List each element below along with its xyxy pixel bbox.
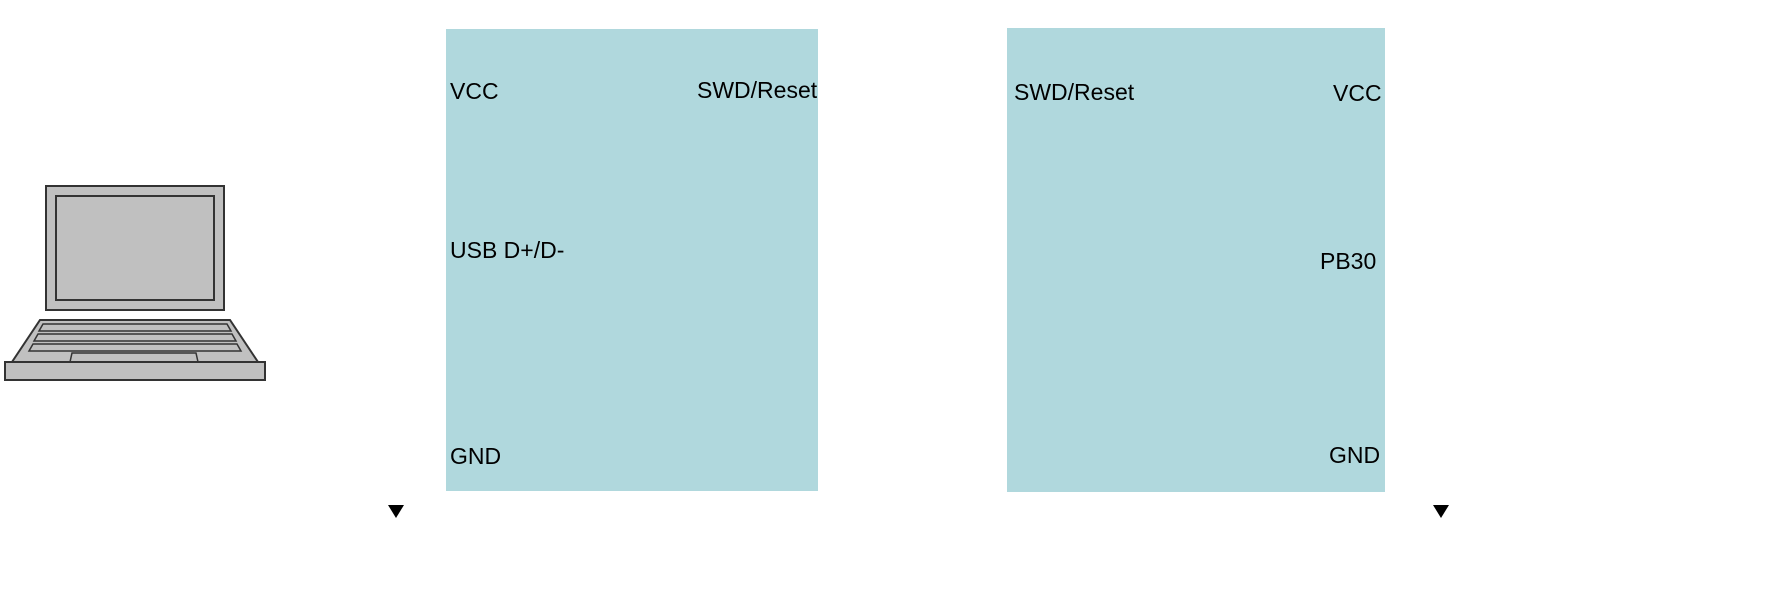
pin-label-gnd-debugger: GND — [450, 443, 502, 469]
pin-label-pb30-target: PB30 — [1320, 248, 1377, 274]
pin-label-vcc-debugger: VCC — [450, 78, 499, 104]
pin-label-gnd-target: GND — [1329, 442, 1381, 468]
pin-label-swd-reset-target: SWD/Reset — [1014, 79, 1135, 105]
debugger-board[interactable] — [446, 29, 818, 491]
pin-label-swd-reset-debugger: SWD/Reset — [697, 77, 818, 103]
pin-label-vcc-target: VCC — [1333, 80, 1382, 106]
connector-arrow-left-icon — [388, 505, 404, 518]
laptop-icon — [4, 185, 266, 381]
target-board[interactable] — [1007, 28, 1385, 492]
pin-label-usb-dp-dm-debugger: USB D+/D- — [450, 237, 565, 263]
connector-arrow-right-icon — [1433, 505, 1449, 518]
